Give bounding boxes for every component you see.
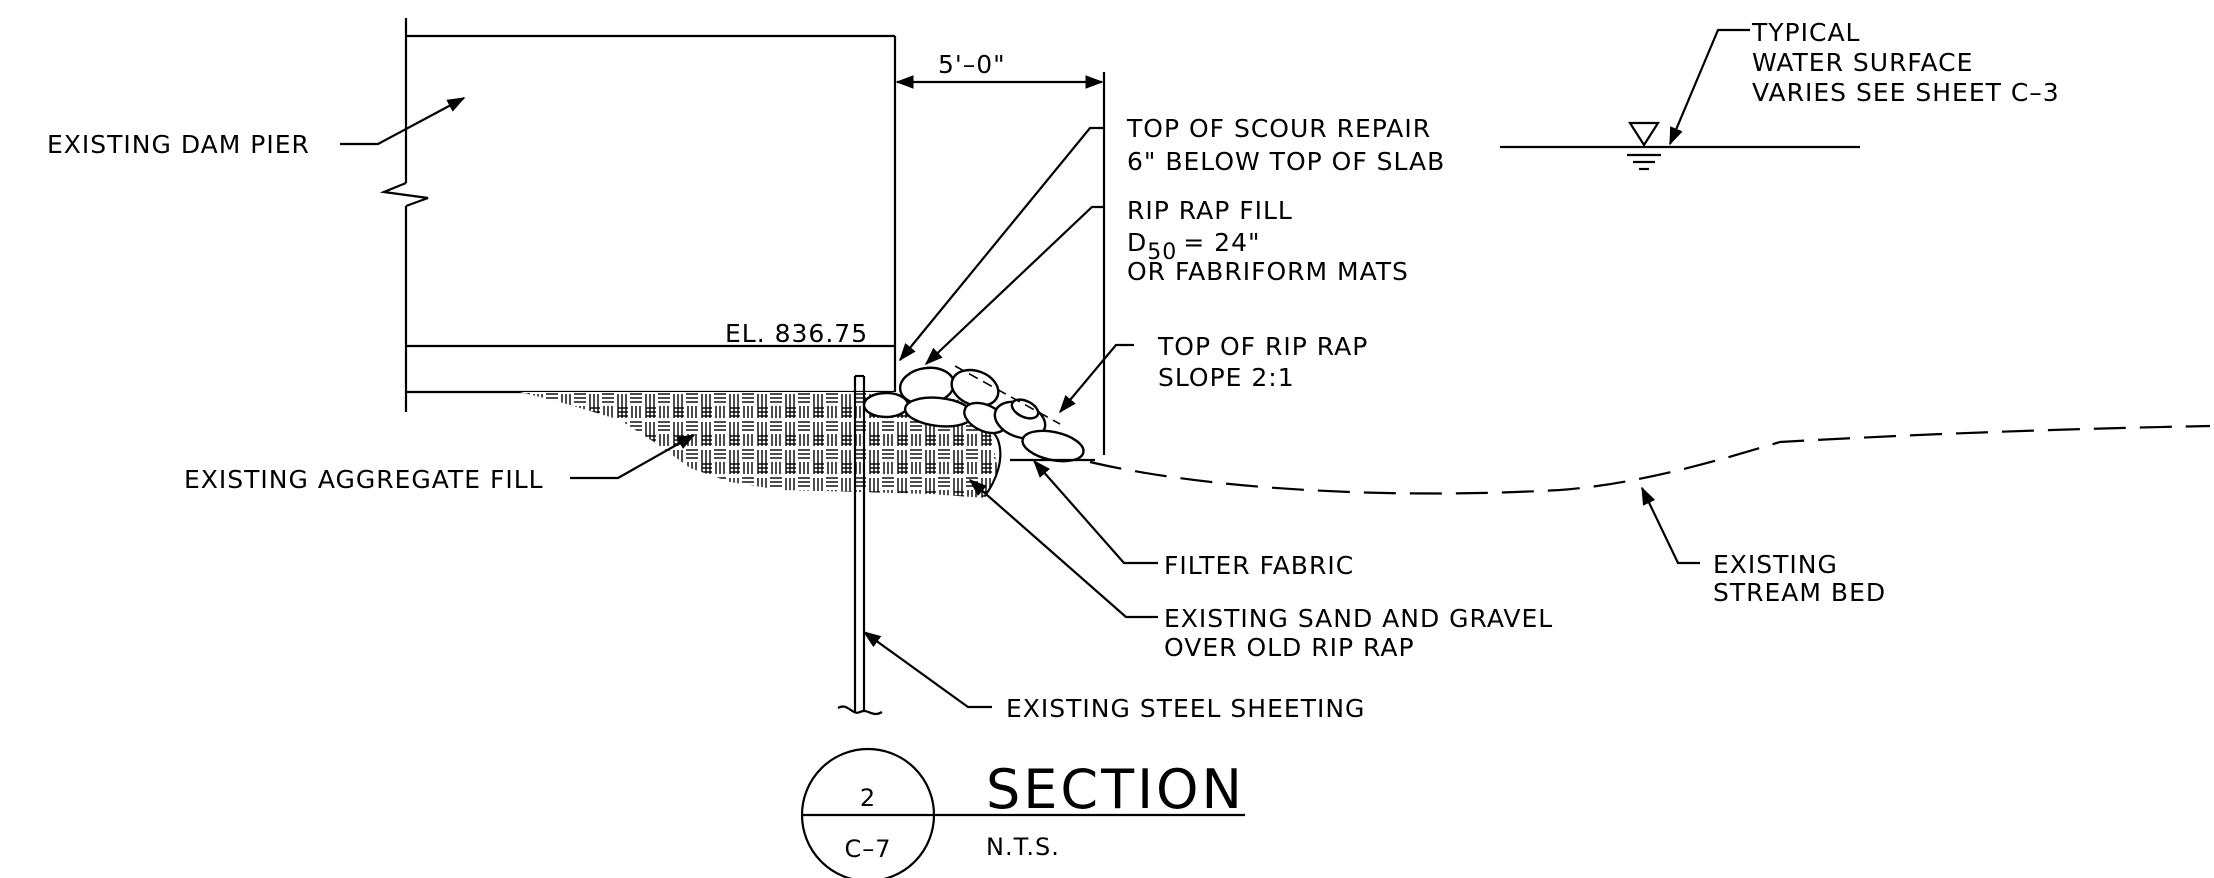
label-sand-gravel-2: OVER OLD RIP RAP — [1164, 633, 1415, 662]
label-stream-1: EXISTING — [1713, 550, 1838, 579]
section-number: 2 — [860, 784, 876, 812]
label-top-riprap-1: TOP OF RIP RAP — [1157, 332, 1368, 361]
section-sheet: C–7 — [844, 835, 891, 863]
label-fabriform: OR FABRIFORM MATS — [1127, 257, 1409, 286]
label-water-2: WATER SURFACE — [1752, 48, 1973, 77]
label-scour-repair-2: 6" BELOW TOP OF SLAB — [1127, 147, 1445, 176]
label-riprap-d-letter: D — [1127, 228, 1147, 257]
leaders — [340, 28, 1750, 709]
section-title: SECTION — [986, 758, 1245, 821]
label-riprap-subscript: 50 — [1147, 240, 1177, 265]
steel-sheeting — [837, 374, 883, 716]
label-scour-repair-1: TOP OF SCOUR REPAIR — [1126, 114, 1431, 143]
label-sand-gravel-1: EXISTING SAND AND GRAVEL — [1164, 604, 1553, 633]
label-riprap-d: D50= 24" — [1127, 228, 1260, 265]
section-title-block: 2 C–7 SECTION N.T.S. — [800, 747, 1245, 878]
label-aggregate-fill: EXISTING AGGREGATE FILL — [184, 465, 544, 494]
rip-rap-slope-line — [954, 365, 1061, 425]
label-riprap-fill: RIP RAP FILL — [1127, 196, 1293, 225]
section-scale: N.T.S. — [986, 833, 1060, 861]
label-stream-2: STREAM BED — [1713, 578, 1886, 607]
label-riprap-equals: = 24" — [1183, 228, 1260, 257]
aggregate-fill-hatch — [520, 392, 998, 498]
rip-rap-rocks — [862, 366, 1095, 463]
dimension-label: 5'–0" — [938, 50, 1006, 79]
label-elevation: EL. 836.75 — [725, 319, 868, 348]
dimension-5ft: 5'–0" — [895, 50, 1106, 455]
water-surface-symbol — [1502, 121, 1860, 171]
label-water-1: TYPICAL — [1751, 18, 1860, 47]
label-dam-pier: EXISTING DAM PIER — [47, 130, 310, 159]
label-water-3: VARIES SEE SHEET C–3 — [1752, 78, 2060, 107]
label-filter-fabric: FILTER FABRIC — [1164, 551, 1354, 580]
stream-bed-line — [1089, 424, 2211, 495]
dam-pier — [379, 18, 897, 412]
label-steel-sheeting: EXISTING STEEL SHEETING — [1006, 694, 1365, 723]
label-top-riprap-2: SLOPE 2:1 — [1158, 363, 1295, 392]
